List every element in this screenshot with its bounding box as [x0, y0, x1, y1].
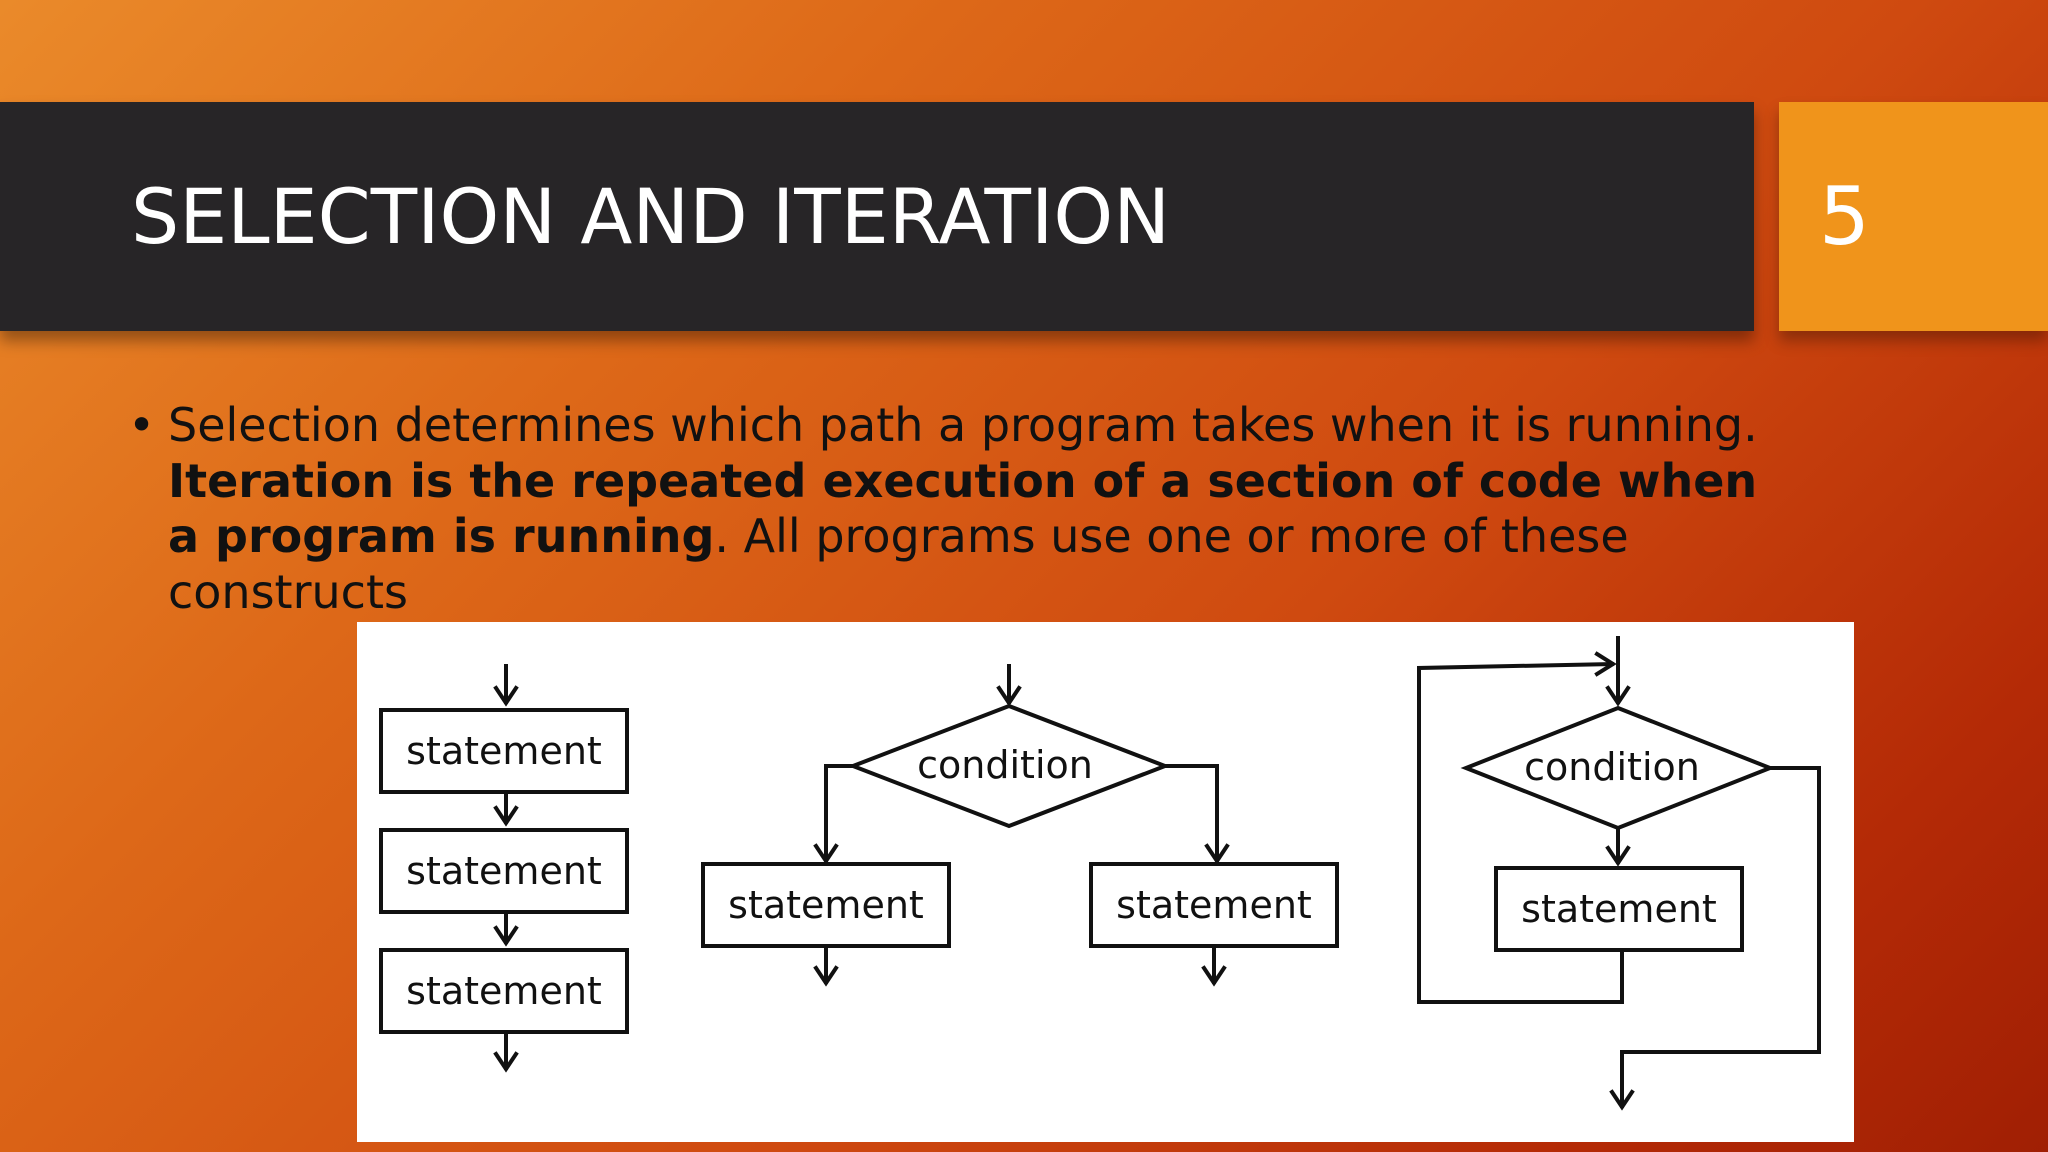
selection-statement-left-label: statement: [728, 883, 924, 927]
flowchart-svg: statement statement statement condition …: [379, 636, 1821, 1111]
bullet-text-part1: Selection determines which path a progra…: [168, 398, 1758, 452]
iteration-exit-arrow: [1609, 1089, 1635, 1111]
bullet-text-bold: Iteration is the repeated execution of a…: [168, 453, 1758, 564]
selection-right-exit-arrow: [1201, 965, 1227, 987]
sequence-arrow-1: [493, 805, 519, 827]
sequence-exit-arrow: [493, 1051, 519, 1073]
flowchart-diagram: statement statement statement condition …: [357, 622, 1854, 1142]
selection-left-branch: [824, 764, 855, 862]
slide-number: 5: [1819, 170, 1870, 263]
iteration-loop-back-line: [1417, 661, 1624, 1004]
selection-left-arrow: [813, 843, 839, 865]
selection-statement-right-label: statement: [1116, 883, 1312, 927]
sequence-arrow-2: [493, 925, 519, 947]
iteration-condition-label: condition: [1524, 745, 1700, 789]
iteration-loop-back-arrow: [1594, 651, 1617, 677]
bullet-text: Selection determines which path a progra…: [168, 398, 1768, 620]
bullet-text-part3: . All programs use one or more of these …: [168, 509, 1629, 619]
iteration-statement-label: statement: [1521, 887, 1717, 931]
selection-left-exit-arrow: [813, 965, 839, 987]
selection-right-branch: [1163, 764, 1219, 862]
slide-title: SELECTION AND ITERATION: [131, 172, 1171, 261]
slide-number-box: 5: [1779, 102, 2048, 331]
sequence-statement-2-label: statement: [406, 849, 602, 893]
selection-entry-arrow: [996, 685, 1022, 707]
sequence-statement-1-label: statement: [406, 729, 602, 773]
sequence-statement-3-label: statement: [406, 969, 602, 1013]
iteration-true-arrow: [1605, 845, 1631, 867]
selection-condition-label: condition: [917, 743, 1093, 787]
iteration-entry-arrow: [1605, 685, 1631, 707]
sequence-entry-arrow: [493, 685, 519, 707]
iteration-box: [1494, 866, 1744, 952]
title-bar: SELECTION AND ITERATION: [0, 102, 1754, 331]
iteration-exit-line: [1620, 766, 1821, 1108]
selection-right-arrow: [1204, 843, 1230, 865]
selection-diamond: [847, 703, 1171, 829]
bullet-marker: •: [128, 398, 156, 452]
